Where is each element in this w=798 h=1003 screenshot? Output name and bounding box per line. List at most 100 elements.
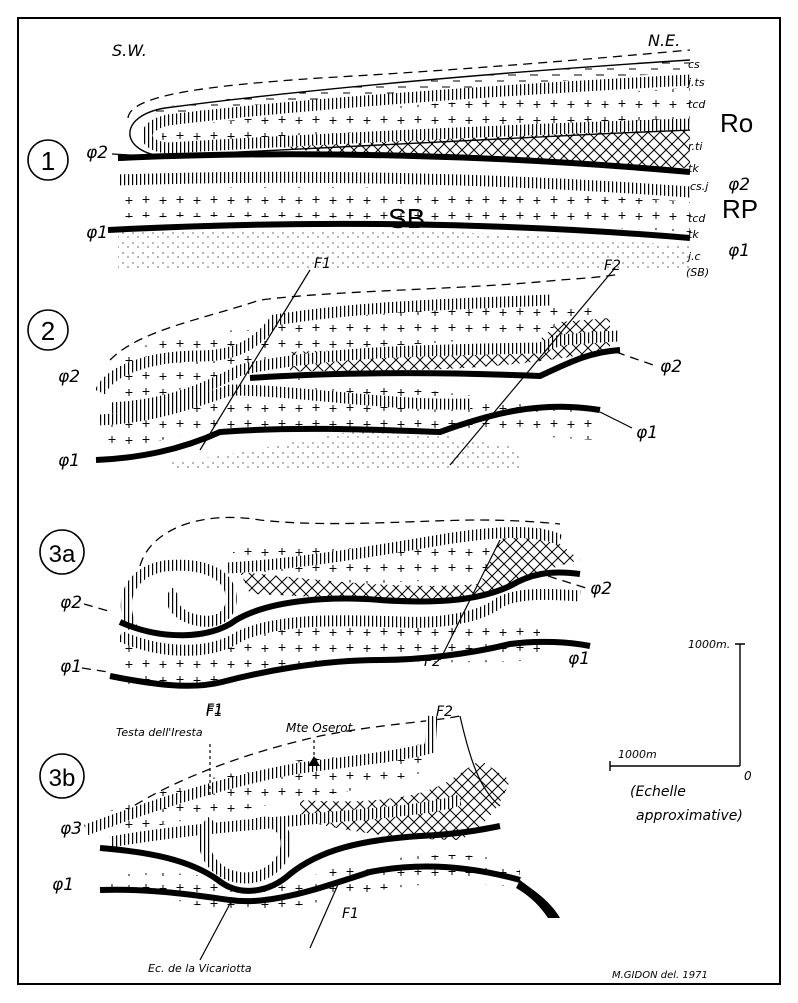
panel-2-lower-band [99, 384, 471, 426]
panel-1-label: 1 [41, 146, 55, 176]
panel-1-phi1-left: φ1 [86, 223, 108, 243]
panel-1-basal-black-line [107, 220, 691, 241]
panel-3b-f1-top: F1 [206, 704, 223, 720]
panel-2-dashed-top [109, 273, 621, 361]
panel-1-tk-black-line [117, 151, 691, 175]
panel-3b-black-wedge [516, 880, 560, 918]
panel-3a-phi1-right: φ1 [568, 649, 590, 669]
panel-3a-phi2-left: φ2 [60, 593, 82, 613]
panel-3a-lower-fill [120, 620, 540, 690]
panel-1-tk-top: tk [688, 162, 699, 175]
scale-zero: 0 [744, 769, 752, 783]
panel-2-fault-f2 [449, 267, 616, 466]
panel-3b-fault-f1-lower [309, 879, 341, 949]
panel-3a-black-2 [109, 638, 591, 689]
panel-3a-cross-unit [240, 528, 580, 602]
panel-1-tcd-upper [160, 88, 690, 150]
panel-3a-nose-band [120, 559, 237, 631]
panel-2-mid-band [109, 330, 621, 414]
panel-1-phi2-left: φ2 [86, 143, 108, 163]
panel-3a-top-band [227, 527, 563, 574]
panel-3a-band-2 [117, 588, 581, 656]
panel-3a-phi2-left-leader [83, 603, 113, 613]
panel-3b-fault-f2 [459, 715, 501, 807]
panel-3a-black-1 [118, 569, 581, 639]
panel-2-upper-fill [120, 300, 600, 410]
panel-3b-vicariotta-label: Ec. de la Vicariotta [148, 962, 252, 975]
panel-2-phi1-right: φ1 [636, 423, 658, 443]
panel-1-sb-dots [118, 229, 690, 272]
panel-1-sb-label: SB [388, 203, 425, 234]
panel-1-phi1-leader [111, 230, 131, 233]
panel-2-phi2-right: φ2 [660, 357, 682, 377]
panel-3b: 3b F1 F2 F1 φ3 φ1 Testa dell'Iresta Mte … [39, 704, 560, 975]
panel-2-fault-f1 [199, 269, 311, 451]
panel-1-cs-top: cs [688, 58, 700, 71]
panel-1-badge [27, 139, 69, 181]
panel-3b-mte-label: Mte Oserot [286, 721, 354, 735]
panel-1: 1 Ro RP SB cs j.ts tcd r.ti tk cs.j tcd … [27, 49, 758, 279]
panel-1-rp-label: RP [722, 194, 758, 224]
panel-3b-badge [39, 753, 85, 799]
panel-1-lower-tcd [118, 186, 690, 232]
scale-horizontal-label: 1000m [618, 748, 657, 761]
panel-3a-f2: F2 [424, 654, 441, 670]
panel-1-sb-paren: (SB) [686, 266, 709, 279]
panel-1-tcd-top: tcd [688, 98, 706, 111]
panel-3b-f2-top: F2 [436, 704, 453, 720]
panel-2-fold-band [94, 294, 551, 395]
panel-1-phi2-leader [111, 153, 151, 157]
panel-1-cs-j: cs.j [690, 180, 709, 193]
scale-ticks [609, 643, 745, 771]
panel-3b-label: 3b [49, 765, 76, 792]
panel-3b-dashed-top [109, 715, 461, 823]
panel-2-phi2-right-leader [615, 351, 657, 367]
panel-1-tk-bot: tk [688, 228, 699, 241]
scale-note-1: (Echelle [630, 784, 686, 800]
panel-3b-top-band [84, 715, 438, 836]
panel-3b-testa-label: Testa dell'Iresta [116, 726, 203, 739]
panel-3a-phi1-left-leader [81, 667, 109, 673]
panel-1-fold-nose [129, 59, 691, 157]
panel-3a-label: 3a [49, 541, 76, 568]
panel-3a-phi2-right-leader [547, 575, 587, 589]
panel-3b-fold-nose [198, 816, 292, 884]
panel-1-dashed-outer [127, 49, 691, 119]
panel-2-black-2 [95, 403, 601, 463]
frame-border [17, 17, 781, 985]
panel-2-phi2-left: φ2 [58, 367, 80, 387]
orientation-ne: N.E. [648, 31, 680, 50]
panel-2-f2: F2 [604, 258, 621, 274]
panel-3b-f1-bottom: F1 [342, 906, 359, 922]
panel-1-phi2-right: φ2 [728, 175, 750, 195]
panel-3b-phi3-left: φ3 [60, 819, 82, 839]
panel-3a-badge [39, 529, 85, 575]
panel-1-jc: j.c [686, 250, 701, 263]
panel-1-ro-label: Ro [720, 108, 753, 138]
panel-2-phi1-right-leader [599, 411, 633, 429]
panel-1-cs-band [141, 74, 691, 154]
panel-2: 2 F1 F2 φ2 φ1 φ2 φ1 [27, 256, 682, 471]
panel-2-label: 2 [41, 316, 55, 346]
panel-3b-vicariotta-leader [199, 899, 233, 961]
panel-2-f1: F1 [314, 256, 331, 272]
panel-3a: 3a F1 F2 φ2 φ1 φ2 φ1 [39, 516, 612, 718]
panel-3b-mte-summit-marker [308, 756, 320, 766]
panel-2-dots-base [170, 429, 520, 470]
panel-3b-black-2 [99, 863, 521, 905]
panel-3a-phi1-left: φ1 [60, 657, 82, 677]
panel-3a-phi2-right: φ2 [590, 579, 612, 599]
panel-3b-black-1 [99, 823, 501, 894]
panel-1-j-ts: j.ts [686, 76, 705, 89]
panel-2-black-1 [249, 347, 621, 381]
panel-2-phi1-left: φ1 [58, 451, 80, 471]
panel-1-tcd-bot: tcd [688, 212, 706, 225]
panel-1-r-ti: r.ti [688, 140, 702, 153]
scale-vertical-label: 1000m. [688, 638, 730, 651]
signature: M.GIDON del. 1971 [612, 970, 708, 981]
orientation-sw: S.W. [112, 41, 147, 60]
panel-2-badge [27, 309, 69, 351]
panel-1-cs-lower-band [117, 171, 691, 198]
scale-note-2: approximative) [636, 808, 743, 824]
